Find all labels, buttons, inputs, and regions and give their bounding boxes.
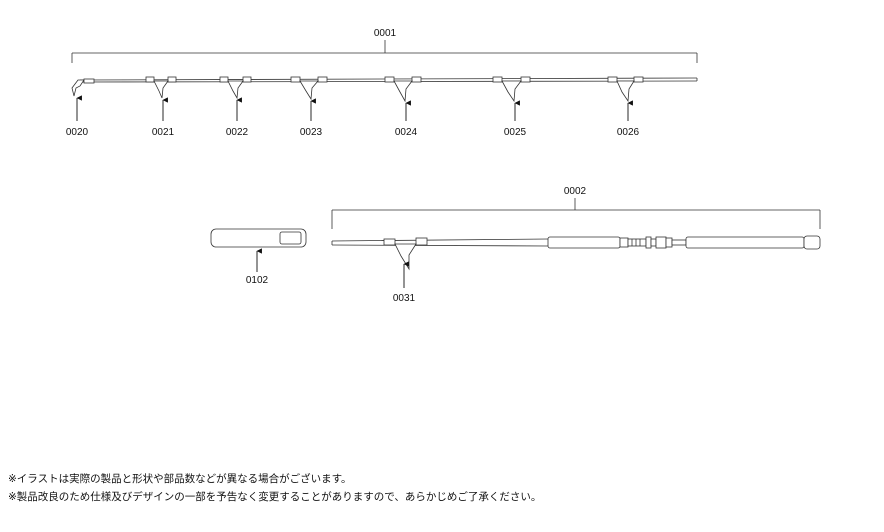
tip-guide-0026 <box>607 76 644 103</box>
guide-label: 0023 <box>300 127 323 138</box>
rod-case-label: 0102 <box>246 275 269 286</box>
tip-guide-0025 <box>492 76 531 103</box>
disclaimer-note-2: ※製品改良のため仕様及びデザインの一部を予告なく変更することがありますので、あら… <box>8 491 542 503</box>
guide-label: 0021 <box>152 127 175 138</box>
tip-guide-0022 <box>219 76 252 100</box>
guide-label: 0025 <box>504 127 527 138</box>
butt-guide-0031 <box>383 237 428 271</box>
tip-section-label: 0001 <box>374 28 397 39</box>
disclaimer-note-1: ※イラストは実際の製品と形状や部品数などが異なる場合がございます。 <box>8 473 352 485</box>
guide-label: 0024 <box>395 127 418 138</box>
guide-label: 0026 <box>617 127 640 138</box>
rod-case-item <box>210 228 307 248</box>
tip-guide-0023 <box>290 76 328 101</box>
butt-section-bracket <box>331 198 821 229</box>
butt-section-blank <box>331 235 821 250</box>
tip-guide-0021 <box>145 76 177 99</box>
tip-top-guide <box>71 78 95 97</box>
butt-section-label: 0002 <box>564 186 587 197</box>
callout-arrows-tip <box>76 95 633 121</box>
tip-guide-0024 <box>384 76 422 103</box>
tip-section-bracket <box>71 40 698 63</box>
butt-guide-label: 0031 <box>393 293 416 304</box>
guide-label: 0022 <box>226 127 249 138</box>
tip-top-label: 0020 <box>66 127 89 138</box>
